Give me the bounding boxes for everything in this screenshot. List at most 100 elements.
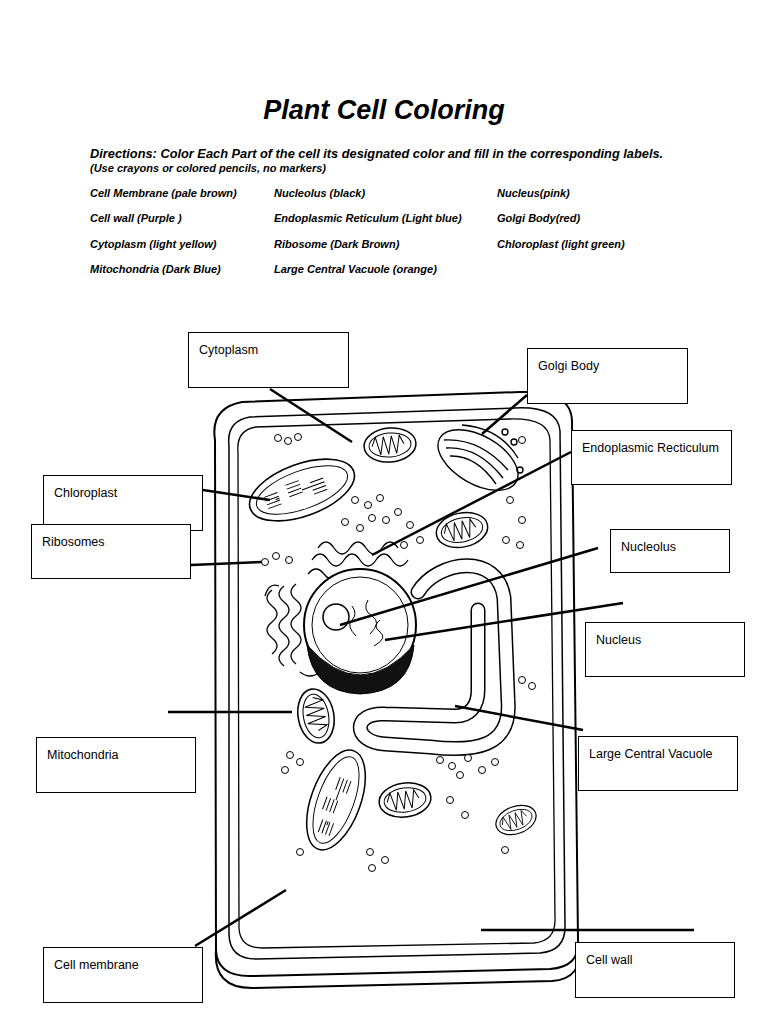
label-text: Nucleus [596,633,641,648]
cell-drawing-part [449,763,456,770]
cell-drawing-part [270,389,352,442]
directions-text: Directions: Color Each Part of the cell … [90,146,750,162]
label-box: Endoplasmic Recticulum [571,430,732,485]
cell-drawing-part [417,537,424,544]
label-box: Nucleus [585,622,745,677]
cell-drawing-part [295,742,377,857]
color-key-item: Cell Membrane (pale brown) [90,186,274,200]
cell-drawing-part [279,586,289,666]
cell-drawing-part [203,490,270,500]
golgi-body [428,417,528,503]
directions-note: (Use crayons or colored pencils, no mark… [90,162,750,174]
label-text: Nucleolus [621,540,676,555]
cell-drawing-part [481,929,694,932]
cell-drawing-part [312,554,408,566]
cell-drawing-part [479,767,486,774]
cell-drawing-part [297,759,304,766]
label-text: Cytoplasm [199,343,258,358]
cell-drawing-part [492,800,540,840]
cell-drawing-part [275,435,282,442]
label-text: Chloroplast [54,486,117,501]
cell-drawing-part [502,429,508,435]
cell-drawing-part [286,557,293,564]
cell-drawing-part [428,417,528,503]
label-text: Endoplasmic Recticulum [582,441,719,456]
cell-drawing-part [377,780,433,821]
ribosomes [262,434,536,872]
worksheet-title: Plant Cell Coloring [0,95,768,126]
cell-drawing-part [382,857,389,864]
cell-drawing-part [383,517,390,524]
cell-drawing-part [367,849,374,856]
cell-drawing-part [229,408,565,959]
cell-drawing-part [297,849,304,856]
label-box: Nucleolus [610,529,730,573]
cell-drawing-part [369,515,376,522]
label-text: Cell wall [586,953,633,968]
cell-drawing-part [517,542,524,549]
cell-drawing-part [357,525,364,532]
cell-drawing-part [455,706,583,730]
cell-wall [214,392,580,988]
color-key-item: Large Central Vacuole (orange) [274,262,497,276]
cell-drawing-part [519,517,526,524]
label-box: Ribosomes [31,524,191,579]
color-key-item: Mitochondria (Dark Blue) [90,262,274,276]
label-box: Cell wall [575,942,735,998]
color-key-item: Nucleolus (black) [274,186,497,200]
cell-drawing-part [433,508,491,552]
cell-drawing-part [529,683,536,690]
color-key-item: Endoplasmic Reticulum (Light blue) [274,211,497,225]
label-box: Chloroplast [43,475,203,531]
cell-membrane [238,419,555,948]
cell-drawing-part [369,865,376,872]
cell-drawing-part [457,772,464,779]
color-key-item: Cytoplasm (light yellow) [90,237,274,251]
cell-drawing-part [462,812,469,819]
color-key-item: Ribosome (Dark Brown) [274,237,497,251]
label-text: Large Central Vacuole [589,747,712,762]
cell-drawing-part [238,419,555,948]
nucleus [304,569,416,694]
label-text: Cell membrane [54,958,139,973]
cell-drawing-part [295,434,302,441]
cell-drawing-part [395,509,402,516]
cell-drawing-part [450,456,496,484]
cell-drawing-part [377,495,384,502]
cell-drawing-part [241,447,362,533]
color-key-item: Golgi Body(red) [497,211,737,225]
label-text: Golgi Body [538,359,599,374]
cell-drawing-part [511,439,517,445]
cell-drawing-part [407,522,414,529]
cell-drawing-part [273,553,280,560]
cell-drawing-part [517,467,523,473]
cell-drawing-part [291,584,301,664]
cell-drawing-part [447,797,454,804]
color-key-item: Chloroplast (light green) [497,237,737,251]
cell-drawing-part [323,604,349,630]
cell-drawing-part [307,645,414,694]
cell-drawing-part [503,537,510,544]
directions-block: Directions: Color Each Part of the cell … [90,146,750,276]
cell-drawing-part [365,502,372,509]
cell-drawing-part [214,392,578,976]
cell-drawing-part [492,759,499,766]
cell-drawing-part [482,395,527,434]
cell-drawing-part [519,677,526,684]
label-box: Cell membrane [43,947,203,1003]
cell-drawing-part [287,752,294,759]
cell-drawing-part [401,542,408,549]
cell-drawing-part [372,452,571,555]
cell-drawing-part [502,847,509,854]
label-text: Mitochondria [47,748,119,763]
label-text: Ribosomes [42,535,105,550]
color-key-item: Nucleus(pink) [497,186,737,200]
cell-drawing-part [342,519,349,526]
label-box: Large Central Vacuole [578,736,738,791]
cell-drawing-part [519,437,526,444]
cell-drawing-part [312,577,408,673]
cell-drawing-part [195,890,286,946]
cell-drawing-part [363,426,418,464]
cell-drawing-part [437,757,444,764]
